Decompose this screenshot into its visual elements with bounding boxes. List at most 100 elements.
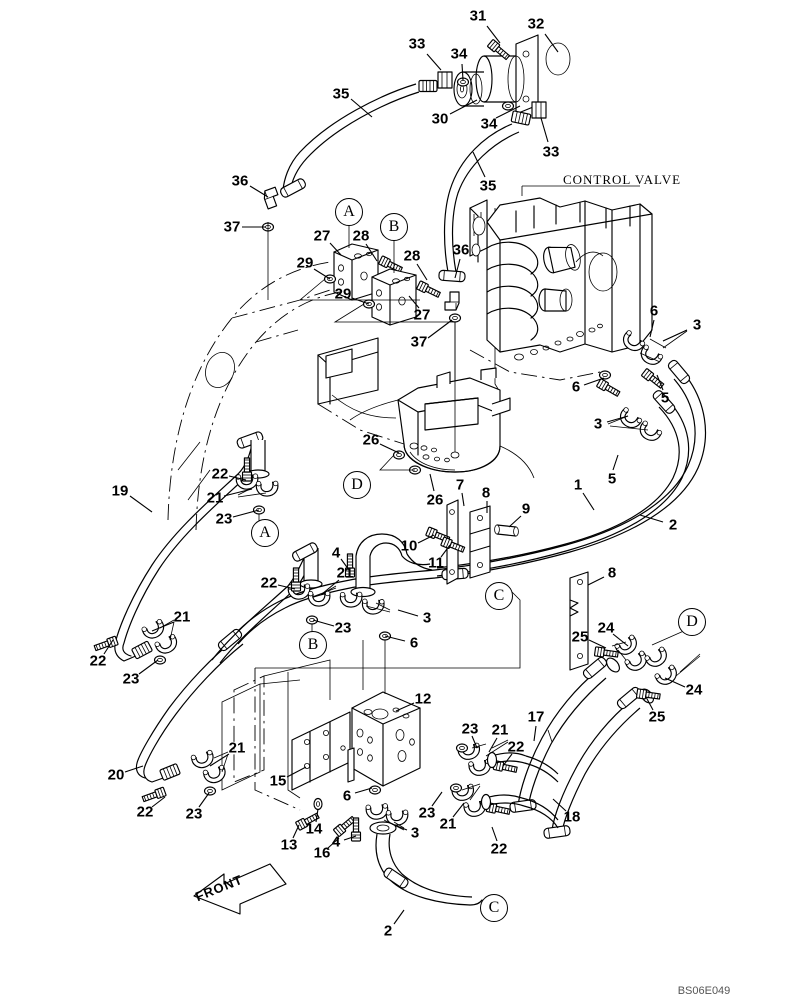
- callout-number: 22: [136, 803, 154, 821]
- callout-number: 22: [260, 574, 278, 592]
- callout-leaders: [103, 25, 688, 925]
- callout-number: 15: [269, 772, 287, 790]
- swivel-joint: [317, 322, 535, 479]
- section-marker-c: C: [485, 582, 513, 610]
- section-marker-b: B: [299, 631, 327, 659]
- section-marker-b: B: [380, 213, 408, 241]
- callout-number: 8: [481, 484, 491, 502]
- callout-number: 3: [410, 824, 420, 842]
- callout-number: 11: [428, 554, 444, 572]
- hose-1-2: [434, 358, 707, 581]
- callout-number: 27: [413, 306, 431, 324]
- callout-number: 29: [296, 254, 314, 272]
- section-marker-d: D: [678, 608, 706, 636]
- callout-number: 30: [431, 110, 449, 128]
- callout-number: 10: [400, 537, 418, 555]
- hose-b-branch: [211, 540, 337, 664]
- hose-17-18: [508, 629, 701, 840]
- callout-number: 23: [334, 619, 352, 637]
- hose-35-left: [261, 83, 420, 300]
- callout-number: 3: [593, 415, 603, 433]
- filter-assembly: [418, 34, 571, 126]
- callout-number: 3: [422, 609, 432, 627]
- callout-number: 26: [426, 491, 444, 509]
- pilot-block-b: [298, 231, 455, 326]
- callout-number: 24: [597, 619, 615, 637]
- callout-number: 36: [231, 172, 249, 190]
- callout-number: 2: [668, 516, 678, 534]
- callout-number: 18: [563, 808, 581, 826]
- control-valve-label: CONTROL VALVE: [562, 172, 682, 187]
- hose-19: [92, 430, 280, 665]
- callout-number: 29: [334, 285, 352, 303]
- callout-number: 6: [409, 634, 419, 652]
- callout-number: 13: [280, 836, 298, 854]
- callout-number: 33: [542, 143, 560, 161]
- callout-number: 31: [469, 7, 487, 25]
- front-arrow: [193, 863, 287, 915]
- callout-number: 36: [452, 241, 470, 259]
- callout-number: 21: [173, 608, 191, 626]
- callout-number: 12: [414, 690, 432, 708]
- callout-number: 19: [111, 482, 129, 500]
- callout-number: 21: [228, 739, 246, 757]
- callout-number: 16: [313, 844, 331, 862]
- callout-number: 34: [480, 115, 498, 133]
- callout-number: 37: [223, 218, 241, 236]
- callout-number: 5: [660, 389, 670, 407]
- section-marker-a: A: [251, 519, 279, 547]
- callout-number: 23: [122, 670, 140, 688]
- manifold-block-12: [291, 640, 421, 842]
- callout-number: 37: [410, 333, 428, 351]
- callout-number: 6: [571, 378, 581, 396]
- callout-number: 2: [383, 922, 393, 940]
- callout-number: 1: [573, 476, 583, 494]
- callout-number: 25: [648, 708, 666, 726]
- callout-number: 5: [607, 470, 617, 488]
- callout-number: 26: [362, 431, 380, 449]
- callout-number: 7: [455, 476, 465, 494]
- drawing-number: BS06E049: [677, 985, 731, 997]
- callout-number: 20: [107, 766, 125, 784]
- callout-number: 22: [490, 840, 508, 858]
- callout-number: 35: [332, 85, 350, 103]
- callout-number: 8: [607, 564, 617, 582]
- callout-number: 6: [649, 302, 659, 320]
- right-flange-group: [449, 729, 559, 829]
- control-valve: [469, 185, 653, 393]
- callout-number: 4: [331, 833, 341, 851]
- callout-number: 28: [403, 247, 421, 265]
- callout-number: 9: [521, 500, 531, 518]
- callout-number: 27: [313, 227, 331, 245]
- callout-number: 4: [331, 544, 341, 562]
- callout-number: 21: [336, 564, 354, 582]
- callout-number: 6: [342, 787, 352, 805]
- callout-number: 24: [685, 681, 703, 699]
- boom-outline: [167, 261, 521, 811]
- callout-number: 14: [305, 820, 323, 838]
- section-marker-c: C: [480, 894, 508, 922]
- callout-number: 21: [439, 815, 457, 833]
- hose-2-bottom: [375, 833, 487, 906]
- callout-number: 3: [692, 316, 702, 334]
- callout-number: 33: [408, 35, 426, 53]
- callout-number: 17: [527, 708, 545, 726]
- callout-number: 23: [215, 510, 233, 528]
- callout-number: 22: [211, 465, 229, 483]
- callout-number: 28: [352, 227, 370, 245]
- callout-number: 34: [450, 45, 468, 63]
- section-marker-a: A: [335, 198, 363, 226]
- bracket-clamp-assembly: [425, 499, 589, 671]
- callout-number: 32: [527, 15, 545, 33]
- section-marker-d: D: [343, 471, 371, 499]
- callout-number: 22: [507, 738, 525, 756]
- callout-number: 21: [206, 489, 224, 507]
- callout-number: 35: [479, 177, 497, 195]
- center-lower-flange: [339, 533, 433, 690]
- callout-number: 23: [185, 805, 203, 823]
- callout-number: 23: [418, 804, 436, 822]
- callout-number: 25: [571, 628, 589, 646]
- callout-number: 21: [491, 721, 509, 739]
